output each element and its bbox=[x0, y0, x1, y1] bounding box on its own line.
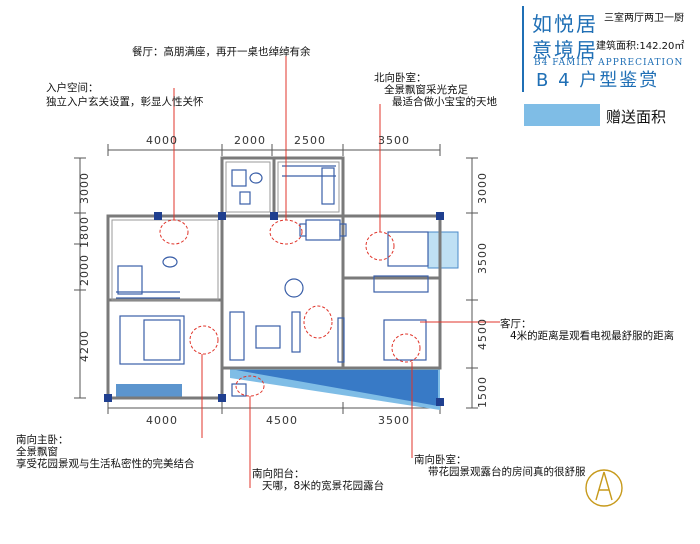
north-bedroom-line-1: 全景飘窗采光充足 bbox=[384, 84, 468, 96]
living-desc: 4米的距离是观看电视最舒服的距离 bbox=[510, 330, 675, 342]
dim-bottom-3: 3500 bbox=[378, 414, 410, 427]
dim-bottom-1: 4000 bbox=[146, 414, 178, 427]
dim-right-3: 4500 bbox=[476, 318, 489, 350]
legend-label: 赠送面积 bbox=[606, 108, 667, 126]
balcony-desc: 天哪，8米的宽景花园露台 bbox=[262, 480, 385, 492]
master-bedroom-line-2: 享受花园景观与生活私密性的完美结合 bbox=[16, 458, 195, 470]
legend-swatch bbox=[524, 104, 600, 126]
gift-area-bay-window bbox=[427, 231, 459, 269]
walls bbox=[106, 156, 442, 400]
dim-bottom-2: 4500 bbox=[266, 414, 298, 427]
dining-annotation: 餐厅：高朋满座，再开一桌也绰绰有余 bbox=[132, 46, 311, 58]
brand-header bbox=[522, 6, 696, 92]
master-bedroom-line-1: 全景飘窗 bbox=[16, 446, 58, 458]
dim-right-4: 1500 bbox=[476, 376, 489, 408]
dim-left-4: 4200 bbox=[78, 330, 91, 362]
dimension-lines bbox=[74, 144, 478, 414]
building-area: 建筑面积:142.20㎡ bbox=[596, 41, 685, 52]
south-bedroom-desc: 带花园景观露台的房间真的很舒服 bbox=[428, 466, 586, 478]
brand-line-1: 如悦居 bbox=[532, 12, 598, 36]
callout-circles bbox=[159, 219, 421, 397]
dim-top-2: 2000 bbox=[234, 134, 266, 147]
dim-top-4: 3500 bbox=[378, 134, 410, 147]
south-bedroom-title: 南向卧室： bbox=[414, 454, 467, 466]
dim-top-1: 4000 bbox=[146, 134, 178, 147]
dim-top-3: 2500 bbox=[294, 134, 326, 147]
english-title: B4 FAMILY APPRECIATION bbox=[534, 58, 684, 68]
brand-line-2: 意境居 bbox=[532, 38, 598, 62]
plan-title: B 4 户型鉴赏 bbox=[536, 70, 660, 91]
dim-right-1: 3000 bbox=[476, 172, 489, 204]
entry-desc: 独立入户玄关设置，彰显人性关怀 bbox=[46, 96, 204, 108]
living-title: 客厅： bbox=[500, 318, 532, 330]
structural-columns bbox=[104, 212, 444, 406]
entry-title: 入户空间： bbox=[46, 82, 99, 94]
dim-left-1: 3000 bbox=[78, 172, 91, 204]
gift-area-master-window bbox=[116, 384, 182, 398]
north-bedroom-line-2: 最适合做小宝宝的天地 bbox=[392, 96, 497, 108]
balcony-title: 南向阳台： bbox=[252, 468, 305, 480]
unit-type: 三室两厅两卫一厨 bbox=[604, 13, 684, 24]
north-bedroom-title: 北向卧室： bbox=[374, 72, 427, 84]
dim-right-2: 3500 bbox=[476, 242, 489, 274]
dim-left-3: 2000 bbox=[78, 254, 91, 286]
compass-icon bbox=[585, 469, 623, 507]
furniture bbox=[116, 165, 429, 397]
dim-left-2: 1800 bbox=[78, 216, 91, 248]
master-bedroom-title: 南向主卧： bbox=[16, 434, 69, 446]
callout-lines bbox=[173, 56, 500, 488]
